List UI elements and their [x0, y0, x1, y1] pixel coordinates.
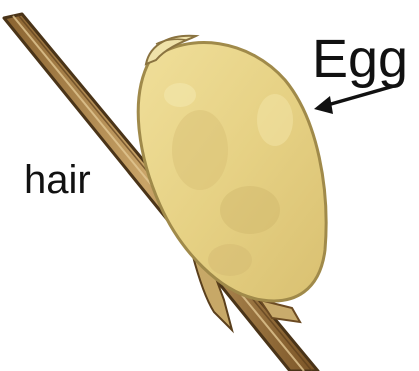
nit-egg: [138, 43, 326, 301]
egg-label: Egg: [312, 32, 408, 86]
egg-pointer-arrow: [314, 86, 394, 114]
hair-label: hair: [24, 160, 91, 200]
